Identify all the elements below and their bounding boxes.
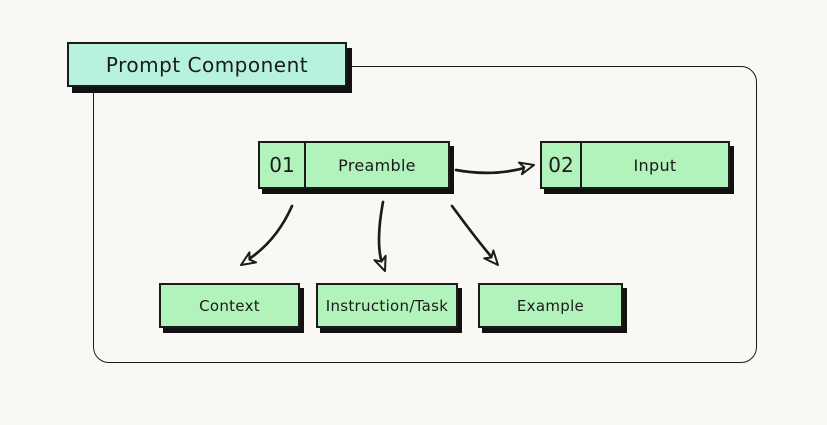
node-example-label: Example <box>516 296 585 315</box>
node-input-label: Input <box>633 155 677 175</box>
group-frame <box>93 66 757 363</box>
diagram-title: Prompt Component <box>105 52 309 77</box>
node-input-number: 02 <box>542 143 582 187</box>
node-context-label: Context <box>199 296 260 315</box>
node-context[interactable]: Context <box>159 283 300 328</box>
node-instruction-task[interactable]: Instruction/Task <box>316 283 458 328</box>
node-input[interactable]: 02 Input <box>540 141 730 189</box>
node-preamble[interactable]: 01 Preamble <box>258 141 450 189</box>
node-instruction-task-label: Instruction/Task <box>325 296 449 315</box>
node-example[interactable]: Example <box>478 283 623 328</box>
node-preamble-number: 01 <box>260 143 306 187</box>
node-preamble-label: Preamble <box>338 155 416 175</box>
diagram-title-box[interactable]: Prompt Component <box>67 42 347 87</box>
